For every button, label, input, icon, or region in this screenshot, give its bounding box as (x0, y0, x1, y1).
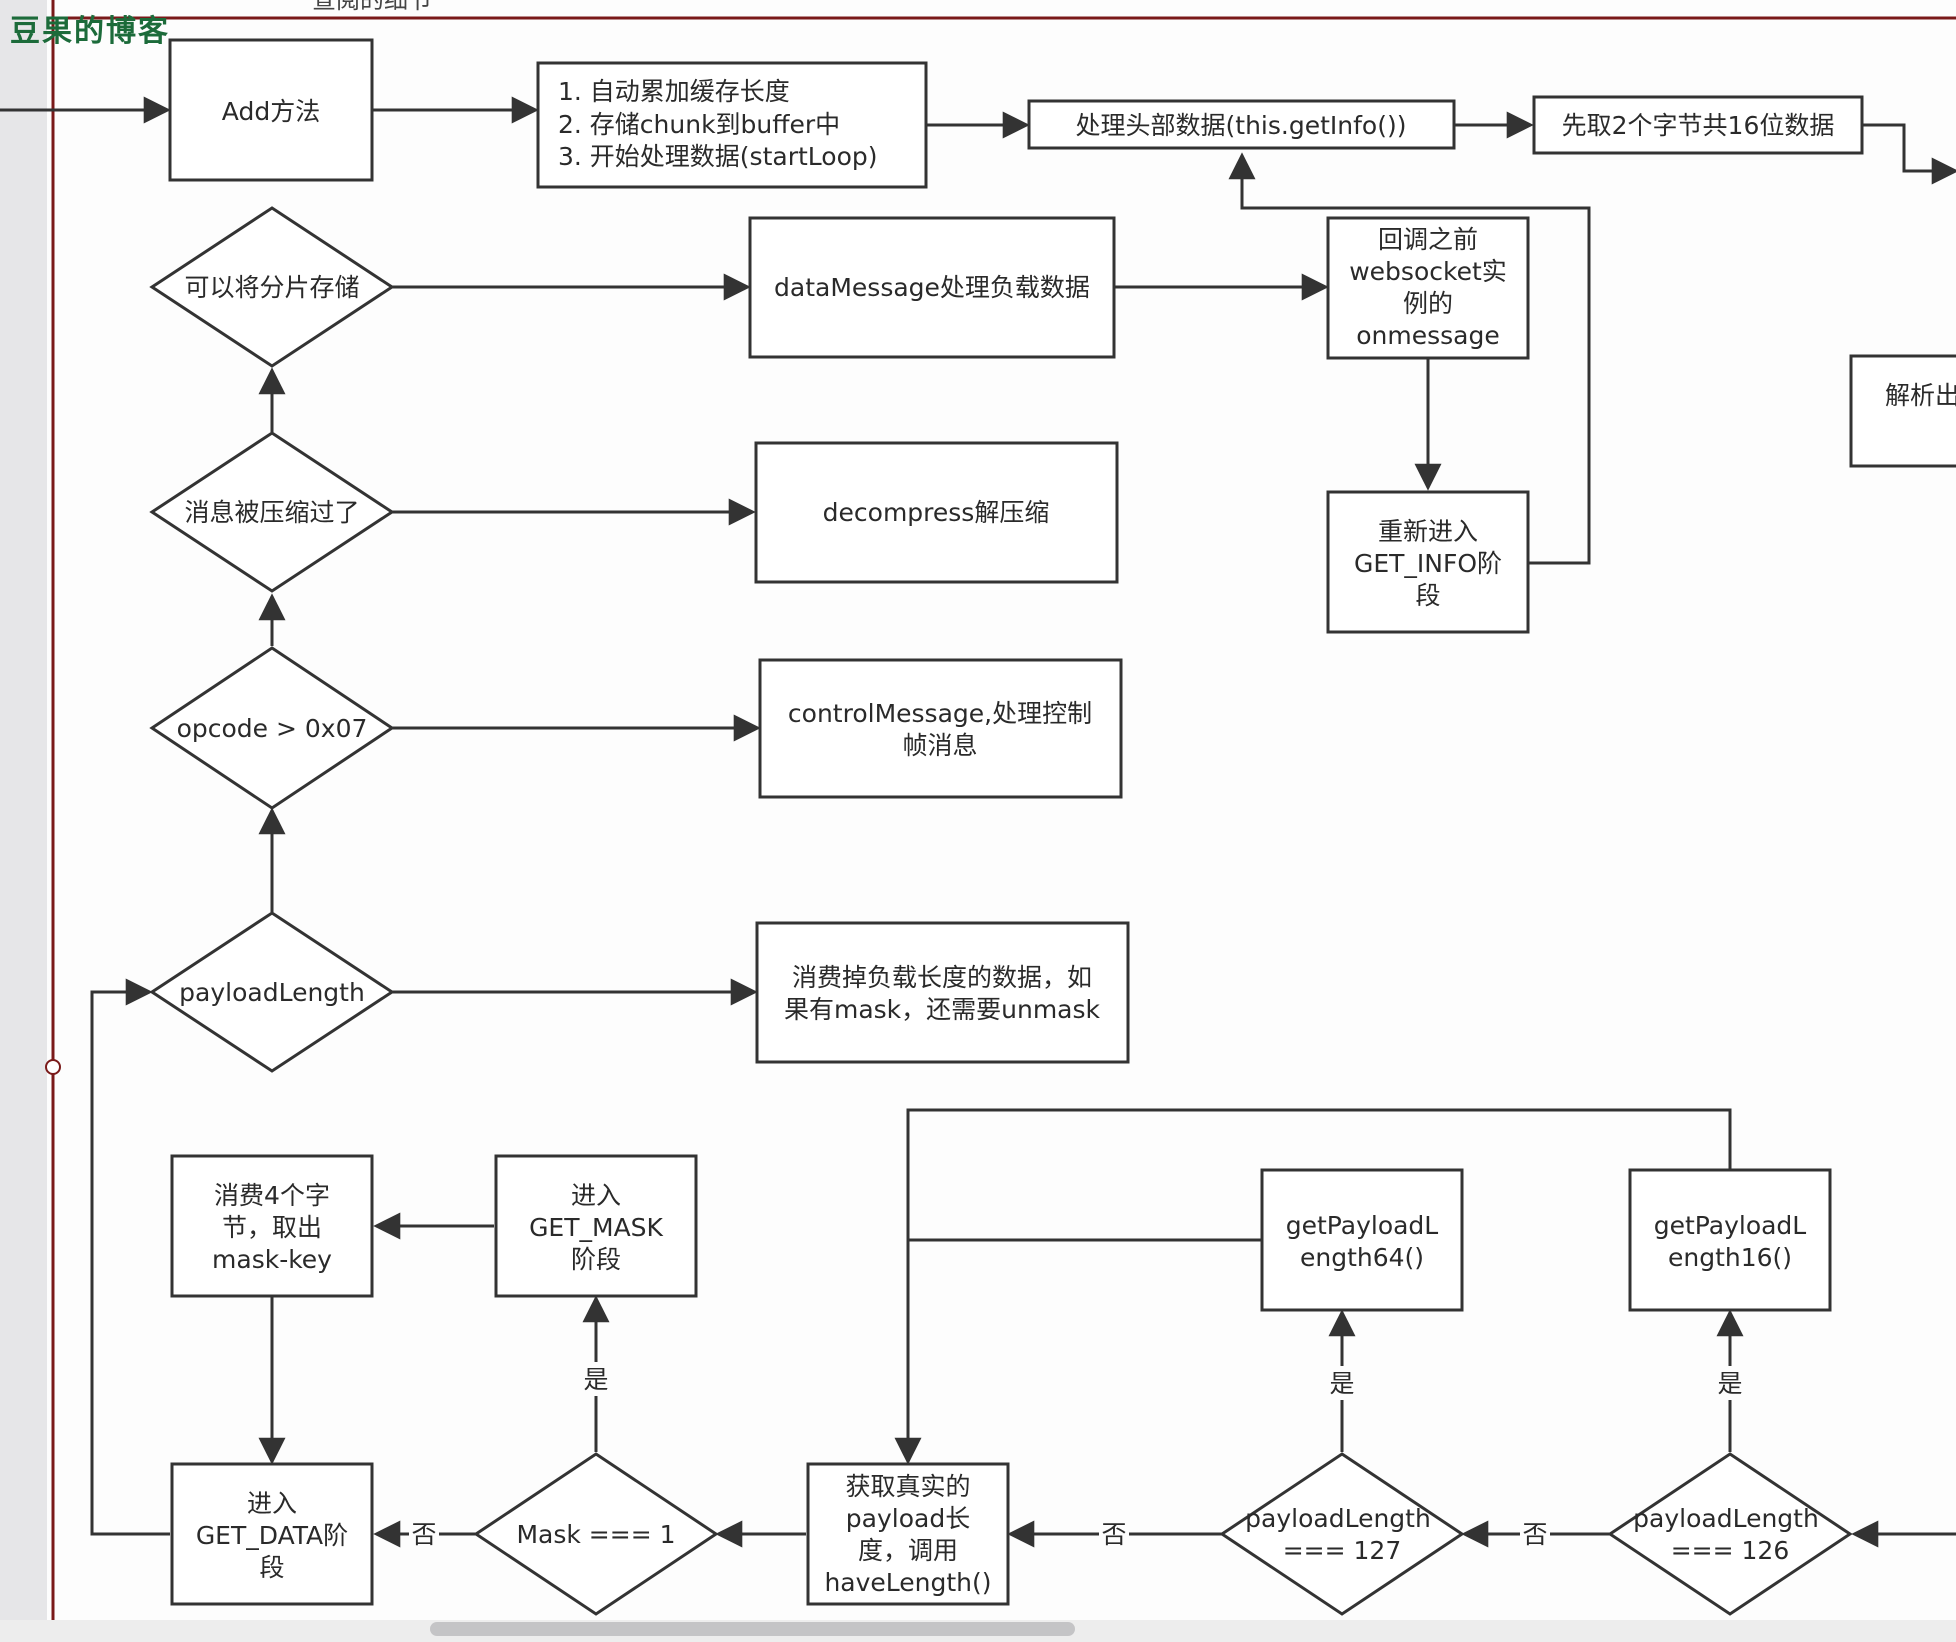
callback-line-3: 例的 (1403, 289, 1453, 318)
can-store-fragment-text: 可以将分片存储 (184, 273, 359, 302)
label-no-127: 否 (1101, 1520, 1126, 1549)
node-reenter-getinfo[interactable] (1326, 490, 1530, 634)
edge-reenter-head (1228, 152, 1591, 565)
parse-cut-text: 解析出 (1885, 381, 1956, 410)
callback-line-4: onmessage (1356, 321, 1500, 350)
decision-payload-length[interactable] (149, 911, 395, 1073)
node-consume-4-bytes[interactable] (170, 1154, 374, 1298)
decision-can-store-fragment[interactable] (149, 206, 395, 368)
consume-payload-line-2: 果有mask，还需要unmask (784, 995, 1101, 1024)
payload-127-line-1: payloadLength (1245, 1504, 1431, 1533)
consume-payload-line-1: 消费掉负载长度的数据，如 (792, 963, 1092, 992)
decision-message-compressed[interactable] (149, 431, 395, 593)
decision-mask-equals-1[interactable] (473, 1452, 719, 1616)
getdata-line-2: GET_DATA阶 (196, 1521, 348, 1550)
payload-127-line-2: === 127 (1283, 1536, 1402, 1565)
label-yes-mask: 是 (583, 1365, 608, 1394)
opcode-text: opcode > 0x07 (177, 714, 368, 743)
blog-watermark: 豆果的博客 (10, 14, 170, 49)
real-length-line-3: 度，调用 (858, 1536, 958, 1565)
real-length-line-1: 获取真实的 (845, 1472, 970, 1501)
getmask-line-1: 进入 (571, 1181, 621, 1210)
gp64-line-2: ength64() (1300, 1243, 1424, 1272)
node-decompress[interactable] (754, 441, 1119, 584)
decision-opcode-gt-0x07[interactable] (149, 646, 395, 810)
getdata-line-3: 段 (259, 1553, 284, 1582)
connectors (0, 96, 1956, 1548)
node-enter-getdata[interactable] (170, 1462, 374, 1606)
edge-getdata-payload (90, 978, 170, 1536)
decompress-text: decompress解压缩 (823, 498, 1050, 527)
edge-take2-out (1862, 123, 1956, 185)
step-2-text: 2. 存储chunk到buffer中 (558, 110, 840, 139)
edge-gp16-real (894, 1108, 1732, 1465)
node-enter-getmask[interactable] (494, 1154, 698, 1298)
control-message-line-2: 帧消息 (902, 731, 977, 760)
node-get-payload-length-64[interactable] (1260, 1168, 1464, 1312)
left-sidebar-strip (0, 0, 47, 1620)
gp64-line-1: getPayloadL (1286, 1211, 1439, 1240)
message-compressed-text: 消息被压缩过了 (184, 498, 359, 527)
decision-payload-126[interactable] (1607, 1452, 1853, 1616)
consume-4-line-3: mask-key (212, 1245, 332, 1274)
getmask-line-2: GET_MASK (529, 1213, 663, 1242)
add-method-text: Add方法 (222, 97, 320, 126)
top-cut-text: 查阅的细节 (312, 0, 432, 14)
data-message-text: dataMessage处理负载数据 (774, 273, 1090, 302)
node-get-payload-length-16[interactable] (1628, 1168, 1832, 1312)
gp16-line-2: ength16() (1668, 1243, 1792, 1272)
payload-126-line-1: payloadLength (1633, 1504, 1819, 1533)
getmask-line-3: 阶段 (571, 1245, 621, 1274)
node-process-header[interactable] (1027, 99, 1456, 150)
node-consume-payload[interactable] (755, 921, 1130, 1064)
getdata-line-1: 进入 (247, 1489, 297, 1518)
consume-4-line-2: 节，取出 (222, 1213, 322, 1242)
frame-handle[interactable] (45, 1059, 61, 1075)
node-data-message[interactable] (748, 216, 1116, 359)
step-1-text: 1. 自动累加缓存长度 (558, 77, 790, 106)
process-header-text: 处理头部数据(this.getInfo()) (1076, 111, 1407, 140)
canvas-frame (51, 0, 1956, 1620)
gp16-line-1: getPayloadL (1654, 1211, 1807, 1240)
node-parse-cut[interactable] (1849, 354, 1956, 468)
take-2-bytes-text: 先取2个字节共16位数据 (1562, 111, 1835, 140)
real-length-line-4: haveLength() (824, 1568, 991, 1597)
node-control-message[interactable] (758, 658, 1123, 799)
label-no-mask: 否 (411, 1520, 436, 1549)
payload-126-line-2: === 126 (1671, 1536, 1790, 1565)
node-take-2-bytes[interactable] (1532, 95, 1864, 155)
mask-equals-1-text: Mask === 1 (516, 1520, 675, 1549)
node-add-method[interactable] (168, 38, 374, 182)
callback-line-2: websocket实 (1349, 257, 1507, 286)
label-yes-126: 是 (1717, 1369, 1742, 1398)
decision-payload-127[interactable] (1219, 1452, 1465, 1616)
node-get-real-length[interactable] (806, 1462, 1010, 1606)
node-callback-onmessage[interactable] (1326, 216, 1530, 360)
reenter-line-1: 重新进入 (1378, 517, 1478, 546)
step-3-text: 3. 开始处理数据(startLoop) (558, 142, 877, 171)
real-length-line-2: payload长 (846, 1504, 970, 1533)
payload-length-text: payloadLength (179, 978, 365, 1007)
horizontal-scrollbar-thumb[interactable] (430, 1622, 1075, 1636)
callback-line-1: 回调之前 (1378, 225, 1478, 254)
reenter-line-3: 段 (1415, 581, 1440, 610)
consume-4-line-1: 消费4个字 (214, 1181, 330, 1210)
reenter-line-2: GET_INFO阶 (1354, 549, 1502, 578)
label-no-126: 否 (1522, 1520, 1547, 1549)
label-yes-127: 是 (1329, 1369, 1354, 1398)
node-add-steps[interactable] (536, 61, 928, 189)
control-message-line-1: controlMessage,处理控制 (788, 699, 1092, 728)
